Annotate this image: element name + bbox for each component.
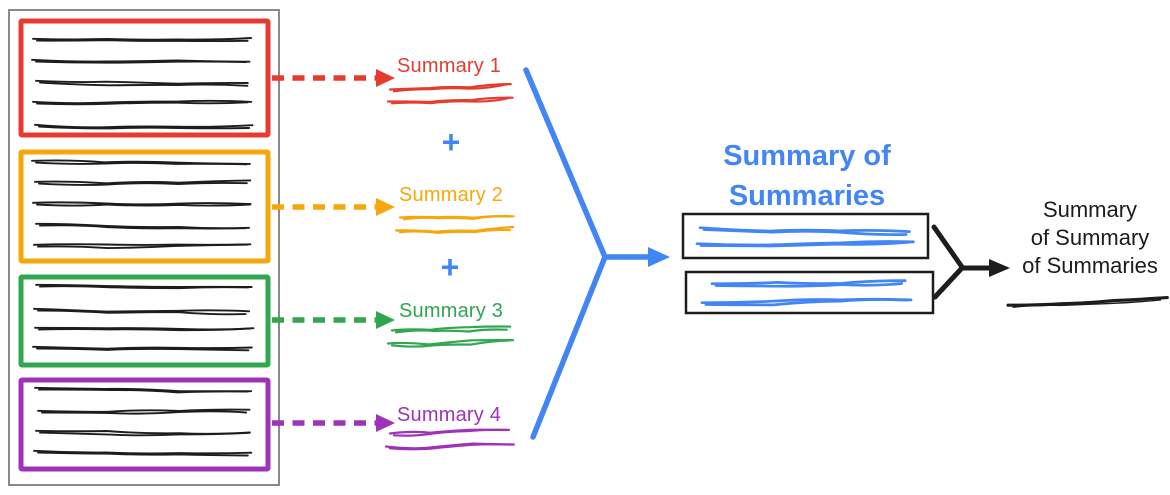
summary-of-summaries-box-1 [681, 212, 930, 260]
scribble-stroke [38, 327, 251, 332]
scribble-stroke [33, 307, 251, 313]
scribble-stroke [388, 443, 512, 451]
scribble-stroke [37, 243, 248, 250]
document-box-purple [18, 377, 271, 472]
scribble-stroke [37, 451, 249, 457]
final-merge-arrow-icon [931, 224, 1010, 300]
plus-icon: + [441, 124, 461, 160]
scribble-stroke [37, 309, 247, 316]
scribble-stroke [1006, 296, 1169, 307]
scribble-stroke [390, 325, 512, 332]
scribble-stroke [36, 203, 252, 207]
final-summary-scribble [1006, 296, 1169, 308]
summary-4-label: Summary 4 [397, 404, 502, 426]
scribble-stroke [32, 37, 253, 41]
scribble-stroke [398, 228, 511, 234]
scribble-stroke [1012, 299, 1162, 308]
summary-text-scribbles [384, 82, 515, 451]
document-text-scribbles [31, 37, 255, 457]
dashed-arrow-green-icon [272, 311, 395, 329]
dashed-arrow-yellow-icon [272, 198, 395, 216]
scribble-stroke [36, 101, 249, 106]
document-box-yellow [18, 149, 271, 264]
scribble-stroke [36, 39, 249, 42]
final-summary-label: Summary of Summary of Summaries [1010, 196, 1170, 280]
final-label-line-3: of Summaries [1022, 253, 1158, 278]
scribble-stroke [39, 224, 247, 230]
summary-of-summaries-box-2 [684, 270, 935, 315]
scribble-stroke [390, 96, 511, 105]
document-box-red [18, 18, 271, 138]
scribble-stroke [38, 125, 251, 130]
scribble-stroke [38, 181, 248, 186]
document-box-green [18, 274, 271, 368]
scribble-stroke [702, 228, 908, 236]
scribble-stroke [392, 428, 507, 437]
scribble-stroke [37, 408, 251, 413]
scribble-stroke [34, 179, 252, 185]
scribble-stroke [39, 81, 249, 87]
title-line-2: Summaries [728, 180, 886, 212]
summary-2-label: Summary 2 [399, 184, 504, 206]
title-line-1: Summary of [723, 140, 891, 172]
scribble-stroke [39, 431, 251, 437]
scribble-stroke [33, 449, 253, 455]
scribble-stroke [704, 298, 909, 307]
scribble-stroke [390, 339, 511, 348]
scribble-stroke [392, 83, 509, 93]
scribble-stroke [32, 99, 253, 105]
scribble-stroke [32, 345, 253, 350]
scribble-stroke [39, 285, 250, 290]
merge-arrow-icon [523, 67, 670, 440]
scribble-stroke [710, 279, 907, 286]
scribble-stroke [35, 161, 248, 166]
dashed-arrow-purple-icon [272, 414, 395, 432]
summary-of-summaries-title: Summary of Summaries [692, 136, 922, 216]
summary-of-summaries-scribbles [695, 226, 915, 307]
scribble-stroke [34, 123, 254, 129]
scribble-stroke [38, 388, 249, 394]
scribble-stroke [35, 60, 247, 64]
final-label-line-2: of Summary [1030, 225, 1150, 250]
scribble-stroke [32, 201, 252, 206]
scribble-stroke [699, 240, 912, 248]
scribble-stroke [714, 282, 904, 288]
final-label-line-1: Summary [1042, 197, 1138, 222]
scribble-stroke [36, 347, 250, 352]
scribble-stroke [394, 328, 508, 334]
summary-1-label: Summary 1 [397, 55, 502, 77]
scribble-stroke [41, 410, 248, 415]
dashed-arrow-red-icon [272, 69, 395, 87]
scribble-stroke [386, 338, 515, 346]
scribble-stroke [402, 215, 512, 221]
summary-3-label: Summary 3 [399, 300, 504, 322]
plus-icon: + [440, 249, 460, 285]
scribble-stroke [35, 79, 249, 85]
